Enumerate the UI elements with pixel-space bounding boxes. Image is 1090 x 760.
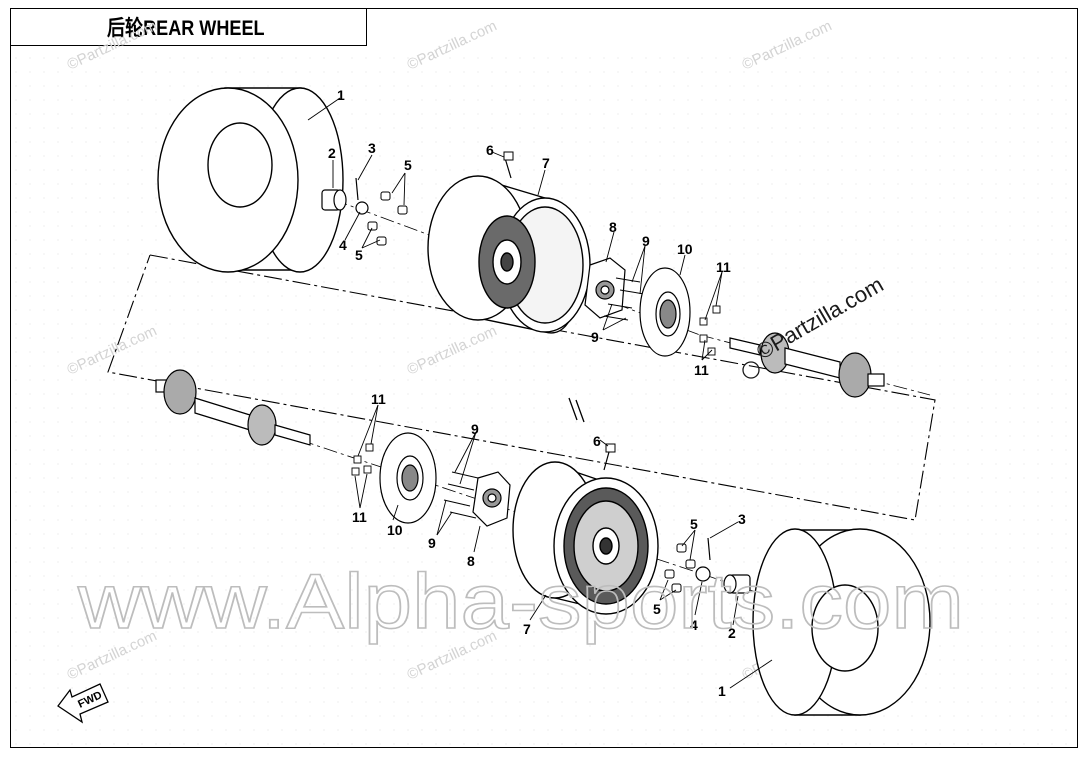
callout-6-upper: 6 (486, 142, 494, 158)
callout-11-upper-b: 11 (694, 362, 709, 378)
callout-9-lower-a: 9 (471, 421, 479, 437)
rim-lower (512, 461, 659, 615)
tire-lower (752, 528, 931, 716)
callout-11-lower-b: 11 (352, 509, 367, 525)
callout-8-upper: 8 (609, 219, 617, 235)
callout-4-upper: 4 (339, 237, 347, 253)
hub-bolts-lower (443, 471, 479, 519)
callout-2-lower: 2 (728, 625, 736, 641)
callout-10-upper: 10 (677, 241, 693, 257)
fwd-arrow: FWD (57, 683, 109, 724)
lug-nuts-lower (664, 543, 696, 593)
hub-lower (472, 471, 511, 527)
callout-3-lower: 3 (738, 511, 746, 527)
callout-1-lower: 1 (718, 683, 726, 699)
callout-numbers: 1 2 3 4 5 5 6 7 8 9 9 10 11 11 11 11 10 … (328, 87, 746, 699)
page-title: 后轮REAR WHEEL (107, 17, 265, 40)
tire-upper (157, 87, 344, 273)
drive-shaft-lower (155, 369, 311, 446)
callout-8-lower: 8 (467, 553, 475, 569)
callout-5-upper-a: 5 (404, 157, 412, 173)
brake-disc-lower (379, 432, 437, 524)
hub-cap-upper (321, 177, 369, 215)
title-box: 后轮REAR WHEEL (10, 8, 367, 46)
callout-9-upper-b: 9 (591, 329, 599, 345)
callout-3-upper: 3 (368, 140, 376, 156)
callout-5-upper-b: 5 (355, 247, 363, 263)
callout-9-lower-b: 9 (428, 535, 436, 551)
hub-cap-lower (695, 537, 751, 594)
callout-1-upper: 1 (337, 87, 345, 103)
leader-lines (307, 97, 773, 689)
callout-7-upper: 7 (542, 155, 550, 171)
callout-11-lower-a: 11 (371, 391, 386, 407)
callout-4-lower: 4 (690, 617, 698, 633)
callout-9-upper-a: 9 (642, 233, 650, 249)
rim-upper (427, 175, 591, 334)
hub-upper (584, 257, 626, 319)
callout-10-lower: 10 (387, 522, 403, 538)
brake-disc-upper (639, 267, 691, 357)
drive-shaft-upper (729, 332, 885, 398)
callout-5-lower-a: 5 (690, 516, 698, 532)
callout-6-lower: 6 (593, 433, 601, 449)
callout-2-upper: 2 (328, 145, 336, 161)
disc-bolts-lower (351, 443, 374, 476)
callout-11-upper-a: 11 (716, 259, 731, 275)
callout-5-lower-b: 5 (653, 601, 661, 617)
break-mark (568, 397, 585, 423)
callout-7-lower: 7 (523, 621, 531, 637)
disc-bolts-upper (699, 305, 721, 356)
alpha-sports-watermark: www.Alpha-sports.com (77, 557, 964, 645)
lug-nuts-upper (367, 191, 408, 246)
